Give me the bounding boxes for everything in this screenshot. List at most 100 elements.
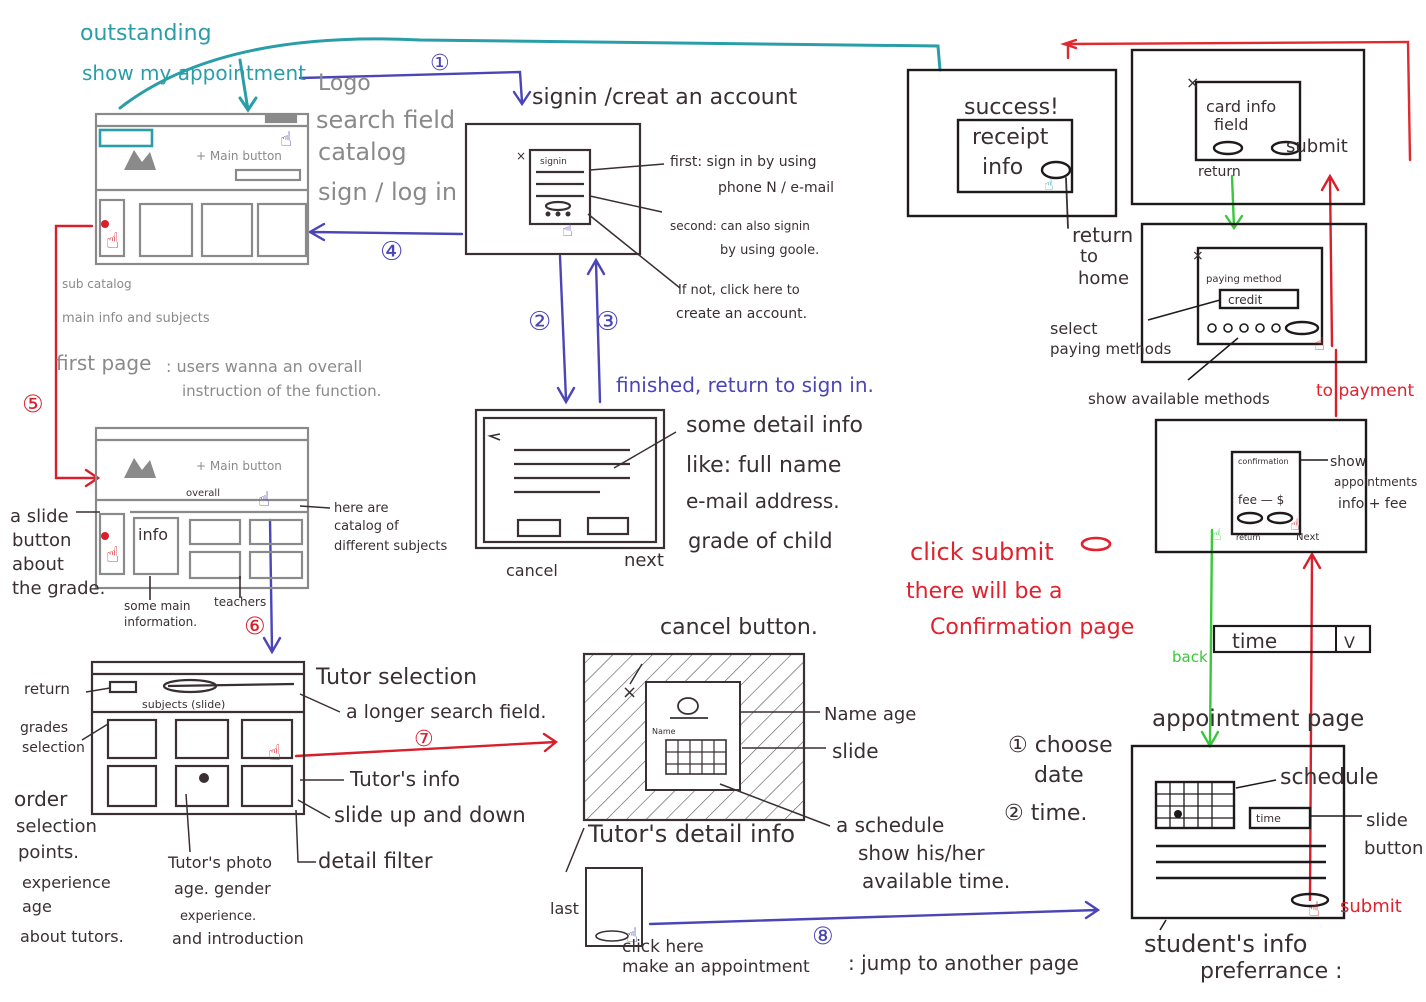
paying-method-label: paying method — [1206, 274, 1282, 285]
show-appointment-label: show my appointment — [82, 61, 306, 85]
tutor-schedule-1: a schedule — [836, 813, 944, 837]
signin-second-2: by using goole. — [720, 243, 819, 258]
signup-finished: finished, return to sign in. — [616, 373, 874, 397]
tutor-photo-4: and introduction — [172, 929, 304, 948]
mountain-logo-icon-2 — [124, 458, 156, 478]
tutor-detail-title: Tutor's detail info — [587, 820, 795, 848]
signin-first-2: phone N / e-mail — [718, 180, 834, 196]
card-field: field — [1214, 115, 1249, 134]
show-methods: show available methods — [1088, 390, 1270, 408]
arrow-step-2 — [556, 254, 576, 405]
choose-time: ② time. — [1004, 801, 1087, 826]
confirmation-label: confirmation — [1238, 457, 1289, 466]
signup-detail-2: like: full name — [686, 453, 841, 478]
first-page-desc-2: instruction of the function. — [182, 382, 381, 400]
step-4-badge: ④ — [380, 237, 403, 267]
appt-slide-2: button — [1364, 838, 1423, 859]
signin-dialog-label: signin — [540, 157, 567, 167]
search-field-label: search field — [316, 106, 455, 134]
confirmation-show-2: appointments — [1334, 475, 1417, 489]
confirmation-show-1: show — [1330, 454, 1366, 470]
select-paying-1: select — [1050, 319, 1098, 338]
tutor-slide: slide — [832, 739, 879, 763]
hand-pointer-icon: ☝ — [106, 229, 119, 254]
appointment-title: appointment page — [1152, 706, 1364, 732]
arrow-return-home — [1065, 177, 1069, 229]
hand-pointer-icon-7: ☝ — [626, 923, 638, 947]
red-dot-icon — [101, 220, 109, 228]
tutor-cancel-button: cancel button. — [660, 615, 818, 640]
signup-wireframe — [474, 408, 666, 550]
arrow-step-7 — [294, 732, 559, 758]
success-receipt: receipt — [972, 125, 1049, 150]
hand-pointer-icon-11: ☝ — [1290, 515, 1300, 534]
click-submit-2: there will be a — [906, 579, 1063, 604]
back-label: back — [1172, 648, 1208, 666]
tutor-name-age: Name age — [824, 704, 916, 725]
tutor-grades-1: grades — [20, 720, 68, 736]
arrow-step-5 — [54, 224, 101, 488]
slide-button-label-3: about — [12, 554, 64, 575]
teachers-label: teachers — [214, 595, 266, 609]
tutor-detail-filter: detail filter — [318, 849, 433, 873]
tutor-jump: : jump to another page — [848, 951, 1079, 975]
slide-button-label-2: button — [12, 530, 71, 551]
confirmation-show-3: info + fee — [1338, 496, 1407, 512]
signin-second-1: second: can also signin — [670, 219, 810, 233]
appt-schedule: schedule — [1280, 765, 1379, 790]
tutor-slide-ud: slide up and down — [334, 803, 526, 827]
time-dropdown — [1212, 624, 1372, 654]
credit-label: credit — [1228, 293, 1263, 307]
tutor-order-2: selection — [16, 816, 97, 837]
slide-button-label-4: the grade. — [12, 578, 105, 599]
appt-submit: submit — [1340, 896, 1402, 917]
catalog-main-button-label: + Main button — [196, 459, 282, 473]
arrow-step-6 — [262, 518, 282, 655]
close-icon: × — [516, 149, 526, 163]
tutor-order-5: age — [22, 897, 52, 916]
red-dot-icon-2 — [101, 532, 109, 540]
hand-pointer-icon-8: ☝ — [1044, 175, 1054, 194]
select-paying-2: paying methods — [1050, 340, 1171, 358]
main-information-1: some main — [124, 599, 190, 613]
step-1-badge: ① — [430, 51, 450, 76]
signin-first-1: first: sign in by using — [670, 154, 817, 170]
hand-pointer-icon-2: ☝ — [280, 127, 292, 151]
click-submit-1: click submit — [910, 538, 1054, 566]
main-information-2: information. — [124, 615, 197, 629]
catalog-label: catalog — [318, 138, 407, 166]
card-return: return — [1198, 164, 1241, 180]
arrow-appt-to-confirm — [1302, 551, 1322, 902]
appt-students-info: student's info — [1144, 930, 1308, 958]
step-8-badge: ⑧ — [812, 922, 834, 950]
tutor-selection-title: Tutor selection — [315, 665, 477, 690]
tutor-selection-wireframe — [90, 660, 306, 816]
card-submit: submit — [1286, 136, 1348, 157]
step-5-badge: ⑤ — [22, 390, 44, 418]
teal-outstanding-arrow — [118, 37, 942, 110]
success-info: info — [982, 155, 1023, 180]
tutor-schedule-2: show his/her — [858, 841, 985, 865]
logo-label: Logo — [318, 71, 371, 96]
catalog-page-wireframe — [94, 426, 310, 590]
step-3-badge: ③ — [596, 307, 619, 337]
tutor-photo-1: Tutor's photo — [167, 853, 272, 872]
close-icon-3: × — [1186, 73, 1199, 92]
hand-pointer-icon-3: ☝ — [106, 543, 119, 568]
overall-label: overall — [186, 488, 220, 499]
confirmation-next: Next — [1296, 532, 1319, 543]
tutor-photo-3: experience. — [180, 909, 256, 924]
catalog-note-2: catalog of — [334, 519, 399, 534]
hand-pointer-icon-9: ☝ — [1314, 334, 1325, 355]
card-wireframe — [1130, 48, 1366, 206]
card-info: card info — [1206, 97, 1276, 116]
arrow-step-3 — [586, 257, 606, 404]
return-home-2: to — [1080, 246, 1098, 267]
to-payment: to payment — [1316, 381, 1415, 401]
hand-pointer-icon-4: ☝ — [258, 487, 270, 511]
tutor-subjects-slide: subjects (slide) — [142, 698, 225, 711]
tutor-order-3: points. — [18, 842, 79, 863]
success-title: success! — [964, 95, 1059, 120]
step-2-badge: ② — [528, 307, 551, 337]
